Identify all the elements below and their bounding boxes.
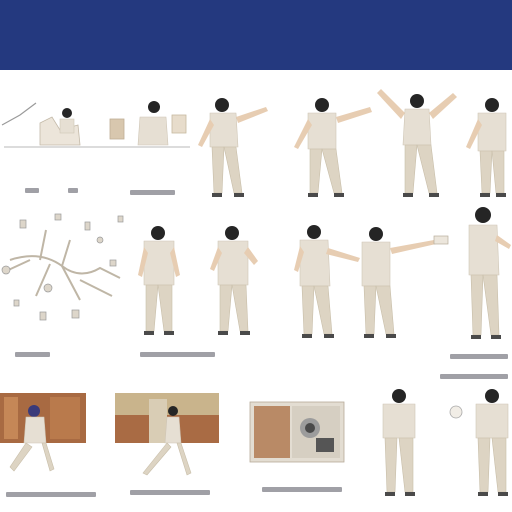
title-banner [0, 0, 512, 70]
figure-arm-raised-icon [198, 98, 268, 197]
panel-intro-sketch [0, 95, 195, 155]
panel-photo-3 [249, 401, 345, 464]
panel-pose-8 [375, 388, 423, 500]
panel-pose-1 [190, 95, 270, 200]
panel-pose-4 [462, 95, 512, 200]
panel-pose-9 [440, 388, 512, 500]
panel-parts-diagram [0, 200, 130, 340]
caption-mark [140, 352, 215, 357]
caption-mark [25, 188, 39, 193]
caption-mark [130, 190, 175, 195]
scattered-parts-diagram-icon [1, 213, 124, 321]
figure-standing-icon [138, 226, 180, 335]
caption-mark [6, 492, 96, 497]
caption-mark [440, 374, 508, 379]
figure-standing-icon [449, 389, 509, 496]
figure-arms-up-icon [377, 89, 457, 197]
panel-photo-1 [0, 393, 88, 483]
photo-scene-icon [0, 393, 86, 472]
panel-pose-2 [290, 95, 375, 200]
caption-mark [15, 352, 50, 357]
figure-standing-icon [466, 98, 507, 197]
panel-pose-3 [375, 85, 460, 200]
panel-pose-5 [136, 225, 186, 340]
panel-photo-2 [115, 393, 220, 483]
figure-arm-raised-icon [294, 98, 372, 197]
caption-mark [130, 490, 210, 495]
figure-standing-icon [210, 226, 258, 335]
photo-scene-icon [115, 393, 219, 476]
figure-pair-pointing-icon [294, 225, 449, 338]
panel-pose-6 [208, 225, 263, 340]
caption-mark [450, 354, 508, 359]
panel-pose-pair [290, 222, 455, 342]
caption-mark [68, 188, 78, 193]
caption-mark [262, 487, 342, 492]
photo-scene-icon [249, 401, 345, 463]
figure-standing-icon [382, 389, 416, 496]
figure-standing-icon [468, 207, 511, 339]
intro-sketch-icon [1, 101, 190, 148]
panel-pose-7 [463, 205, 512, 345]
